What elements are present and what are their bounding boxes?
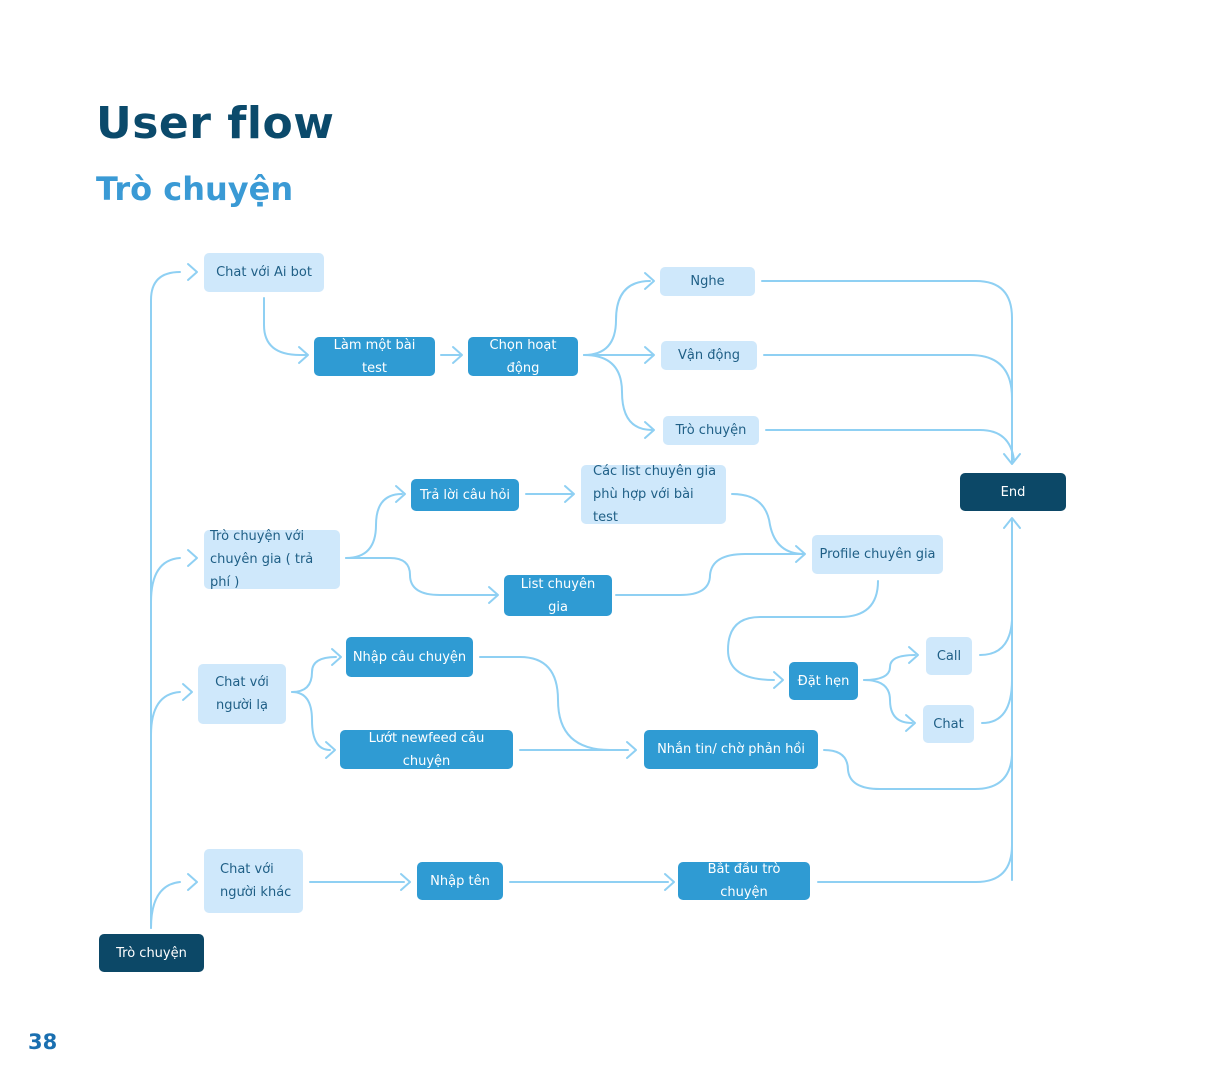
node-call: Call [926, 637, 972, 675]
page-number: 38 [28, 1030, 58, 1054]
connector-trunk [150, 271, 181, 929]
node-do-test: Làm một bài test [314, 337, 435, 376]
node-end: End [960, 473, 1066, 511]
node-start-chat: Bắt đầu trò chuyện [678, 862, 810, 900]
connector-expert-fork [345, 493, 403, 559]
node-start: Trò chuyện [99, 934, 204, 972]
node-listen: Nghe [660, 267, 755, 296]
node-exercise: Vận động [661, 341, 757, 370]
node-message-wait: Nhắn tin/ chờ phản hồi [644, 730, 818, 769]
node-chat-strangers: Chat với người lạ [198, 664, 286, 724]
node-enter-story: Nhập câu chuyện [346, 637, 473, 677]
node-book: Đặt hẹn [789, 662, 858, 700]
page-subtitle: Trò chuyện [96, 170, 294, 208]
connector-to-end [761, 280, 1013, 463]
node-answer-questions: Trả lời câu hỏi [411, 479, 519, 511]
node-expert-profile: Profile chuyên gia [812, 535, 943, 574]
connector-ai-test [263, 297, 307, 356]
node-choose-activity: Chọn hoạt động [468, 337, 578, 376]
node-chat-ai-bot: Chat với Ai bot [204, 253, 324, 292]
node-chat-others: Chat với người khác [204, 849, 303, 913]
node-talk: Trò chuyện [663, 416, 759, 445]
page-title: User flow [96, 98, 335, 149]
node-browse-feed: Lướt newfeed câu chuyện [340, 730, 513, 769]
node-enter-name: Nhập tên [417, 862, 503, 900]
node-matched-experts: Các list chuyên gia phù hợp với bài test [581, 464, 726, 525]
node-chat-expert: Trò chuyện với chuyên gia ( trả phí ) [204, 529, 340, 590]
node-chat: Chat [923, 705, 974, 743]
connector-activity-fork [583, 280, 651, 356]
node-expert-list: List chuyên gia [504, 575, 612, 616]
